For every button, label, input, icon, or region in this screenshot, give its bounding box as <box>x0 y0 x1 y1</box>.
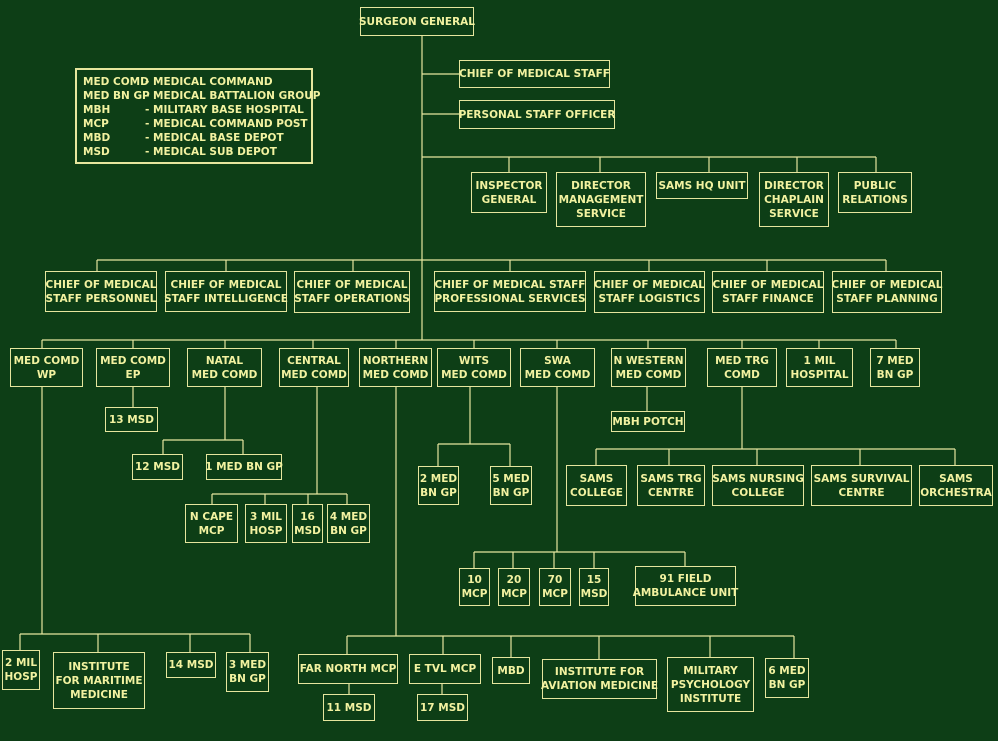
node-northern-med-comd: NORTHERN MED COMD <box>359 348 432 387</box>
node-1-med-bn-gp: 1 MED BN GP <box>205 454 283 480</box>
node-sams-college: SAMS COLLEGE <box>566 465 627 506</box>
node-mbh-potch: MBH POTCH <box>611 411 685 432</box>
node-70-mcp: 70 MCP <box>539 568 571 606</box>
node-director-chaplain-service: DIRECTOR CHAPLAIN SERVICE <box>759 172 829 227</box>
node-sams-nursing-college: SAMS NURSING COLLEGE <box>712 465 804 506</box>
node-med-trg-comd: MED TRG COMD <box>707 348 777 387</box>
node-sams-trg-centre: SAMS TRG CENTRE <box>637 465 705 506</box>
node-inspector-general: INSPECTOR GENERAL <box>471 172 547 213</box>
node-mbd: MBD <box>492 657 530 684</box>
node-10-mcp: 10 MCP <box>459 568 490 606</box>
node-sams-hq-unit: SAMS HQ UNIT <box>656 172 748 199</box>
legend-abbr: MCP <box>83 118 109 130</box>
node-cms-finance: CHIEF OF MEDICAL STAFF FINANCE <box>712 271 824 313</box>
node-12-msd: 12 MSD <box>132 454 183 480</box>
legend-text: - MEDICAL COMMAND <box>145 76 273 88</box>
node-med-comd-ep: MED COMD EP <box>96 348 170 387</box>
legend-text: - MEDICAL COMMAND POST <box>145 118 308 130</box>
legend-row: MBH - MILITARY BASE HOSPITAL <box>83 103 311 117</box>
legend: MED COMD- MEDICAL COMMAND MED BN GP- MED… <box>75 68 320 164</box>
node-n-cape-mcp: N CAPE MCP <box>185 504 238 543</box>
node-91-field-ambulance-unit: 91 FIELD AMBULANCE UNIT <box>633 566 738 606</box>
node-7-med-bn-gp: 7 MED BN GP <box>870 348 920 387</box>
node-13-msd: 13 MSD <box>105 407 158 432</box>
node-3-med-bn-gp: 3 MED BN GP <box>226 652 269 692</box>
node-2-med-bn-gp: 2 MED BN GP <box>418 466 459 505</box>
node-e-tvl-mcp: E TVL MCP <box>409 654 481 684</box>
legend-abbr: MED BN GP <box>83 90 150 102</box>
node-15-msd: 15 MSD <box>579 568 609 606</box>
node-2-mil-hosp: 2 MIL HOSP <box>2 650 40 690</box>
legend-row: MSD - MEDICAL SUB DEPOT <box>83 145 311 159</box>
node-director-management-service: DIRECTOR MANAGEMENT SERVICE <box>556 172 646 227</box>
node-5-med-bn-gp: 5 MED BN GP <box>490 466 532 505</box>
legend-abbr: MSD <box>83 146 110 158</box>
node-cms-professional-services: CHIEF OF MEDICAL STAFF PROFESSIONAL SERV… <box>434 271 586 312</box>
node-cms-intelligence: CHIEF OF MEDICAL STAFF INTELLIGENCE <box>164 271 288 312</box>
legend-row: MED COMD- MEDICAL COMMAND <box>83 75 311 89</box>
node-wits-med-comd: WITS MED COMD <box>437 348 511 387</box>
legend-row: MCP - MEDICAL COMMAND POST <box>83 117 311 131</box>
node-personal-staff-officer: PERSONAL STAFF OFFICER <box>459 100 615 129</box>
legend-text: - MEDICAL BATTALION GROUP <box>145 90 321 102</box>
node-natal-med-comd: NATAL MED COMD <box>187 348 262 387</box>
node-3-mil-hosp: 3 MIL HOSP <box>245 504 287 543</box>
node-n-western-med-comd: N WESTERN MED COMD <box>611 348 686 387</box>
node-chief-of-medical-staff: CHIEF OF MEDICAL STAFF <box>459 60 610 88</box>
node-6-med-bn-gp: 6 MED BN GP <box>765 658 809 698</box>
node-cms-personnel: CHIEF OF MEDICAL STAFF PERSONNEL <box>45 271 157 312</box>
node-cms-logistics: CHIEF OF MEDICAL STAFF LOGISTICS <box>594 271 705 313</box>
legend-text: - MEDICAL BASE DEPOT <box>145 132 284 144</box>
node-far-north-mcp: FAR NORTH MCP <box>298 654 398 684</box>
node-sams-survival-centre: SAMS SURVIVAL CENTRE <box>811 465 912 506</box>
node-17-msd: 17 MSD <box>417 694 468 721</box>
node-20-mcp: 20 MCP <box>498 568 530 606</box>
legend-row: MBD - MEDICAL BASE DEPOT <box>83 131 311 145</box>
legend-text: - MEDICAL SUB DEPOT <box>145 146 277 158</box>
legend-abbr: MBD <box>83 132 111 144</box>
node-public-relations: PUBLIC RELATIONS <box>838 172 912 213</box>
legend-abbr: MBH <box>83 104 111 116</box>
node-institute-maritime-medicine: INSTITUTE FOR MARITIME MEDICINE <box>53 652 145 709</box>
node-surgeon-general: SURGEON GENERAL <box>359 7 475 36</box>
node-swa-med-comd: SWA MED COMD <box>520 348 595 387</box>
node-cms-operations: CHIEF OF MEDICAL STAFF OPERATIONS <box>294 271 410 313</box>
legend-text: - MILITARY BASE HOSPITAL <box>145 104 304 116</box>
node-4-med-bn-gp: 4 MED BN GP <box>327 504 370 543</box>
node-military-psychology-institute: MILITARY PSYCHOLOGY INSTITUTE <box>667 657 754 712</box>
legend-abbr: MED COMD <box>83 76 149 88</box>
node-14-msd: 14 MSD <box>166 652 216 678</box>
node-16-msd: 16 MSD <box>292 504 323 543</box>
node-sams-orchestra: SAMS ORCHESTRA <box>919 465 993 506</box>
node-cms-planning: CHIEF OF MEDICAL STAFF PLANNING <box>832 271 942 313</box>
node-med-comd-wp: MED COMD WP <box>10 348 83 387</box>
node-central-med-comd: CENTRAL MED COMD <box>279 348 349 387</box>
node-institute-aviation-medicine: INSTITUTE FOR AVIATION MEDICINE <box>541 659 658 699</box>
legend-row: MED BN GP- MEDICAL BATTALION GROUP <box>83 89 320 103</box>
node-11-msd: 11 MSD <box>323 694 375 721</box>
node-1-mil-hospital: 1 MIL HOSPITAL <box>786 348 853 387</box>
